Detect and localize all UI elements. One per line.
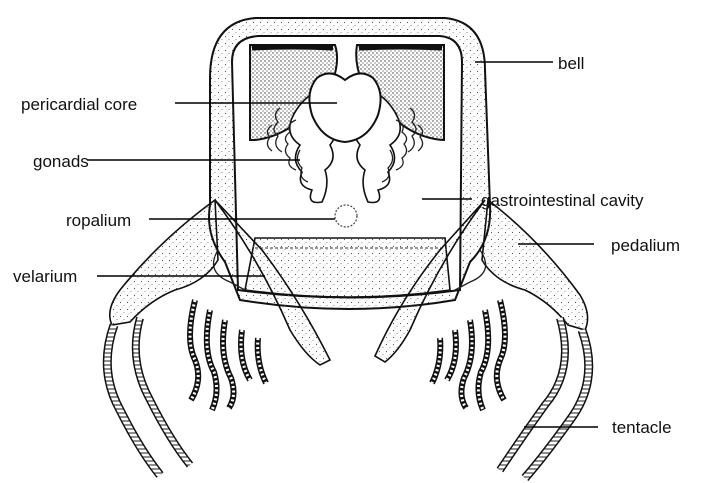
ropalium-label: ropalium (66, 212, 131, 229)
pedalium-label: pedalium (611, 237, 680, 254)
tentacle-shapes (107, 300, 588, 478)
gastrointestinal-cavity-label: gastrointestinal cavity (481, 192, 644, 209)
velarium-label: velarium (13, 268, 77, 285)
bell-label: bell (558, 55, 584, 72)
tentacle-label: tentacle (612, 419, 672, 436)
ropalium-shape (335, 205, 357, 227)
gonads-label: gonads (33, 153, 89, 170)
pericardial-core-label: pericardial core (21, 96, 137, 113)
